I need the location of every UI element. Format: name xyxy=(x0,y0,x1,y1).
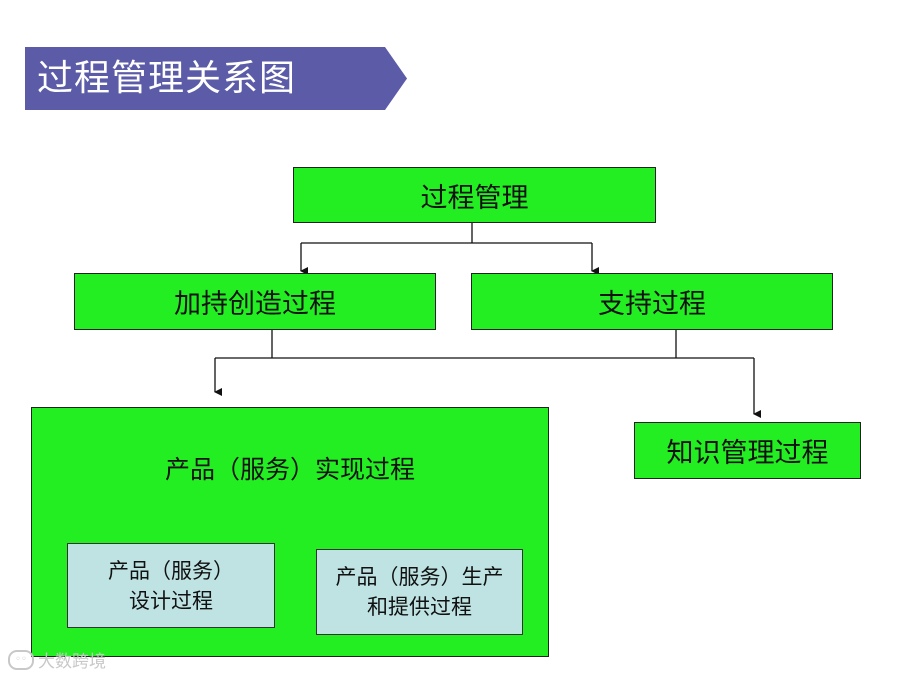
process-management-label: 过程管理 xyxy=(420,182,529,214)
creation-process-label: 加持创造过程 xyxy=(174,289,336,320)
design-process-line1: 产品（服务） xyxy=(108,558,234,583)
design-process-line2: 设计过程 xyxy=(129,588,213,613)
page-title: 过程管理关系图 xyxy=(37,58,297,99)
support-process-box: 支持过程 xyxy=(471,273,833,330)
process-management-box: 过程管理 xyxy=(293,167,656,223)
design-process-box: 产品（服务） 设计过程 xyxy=(67,543,275,628)
watermark-logo-icon: ◦◦ xyxy=(8,649,34,670)
realization-process-label: 产品（服务）实现过程 xyxy=(164,455,415,484)
knowledge-management-box: 知识管理过程 xyxy=(634,422,861,479)
production-process-box: 产品（服务）生产 和提供过程 xyxy=(316,549,523,635)
realization-process-box: 产品（服务）实现过程 产品（服务） 设计过程 产品（服务）生产 和提供过程 xyxy=(31,407,549,657)
watermark: ◦◦ 大数跨境 xyxy=(8,647,106,672)
production-process-line1: 产品（服务）生产 xyxy=(335,565,504,589)
support-process-label: 支持过程 xyxy=(598,289,706,320)
knowledge-management-label: 知识管理过程 xyxy=(666,438,829,469)
production-process-line2: 和提供过程 xyxy=(367,595,472,619)
watermark-text: 大数跨境 xyxy=(38,652,106,672)
creation-process-box: 加持创造过程 xyxy=(74,273,436,330)
title-banner: 过程管理关系图 xyxy=(25,47,407,110)
